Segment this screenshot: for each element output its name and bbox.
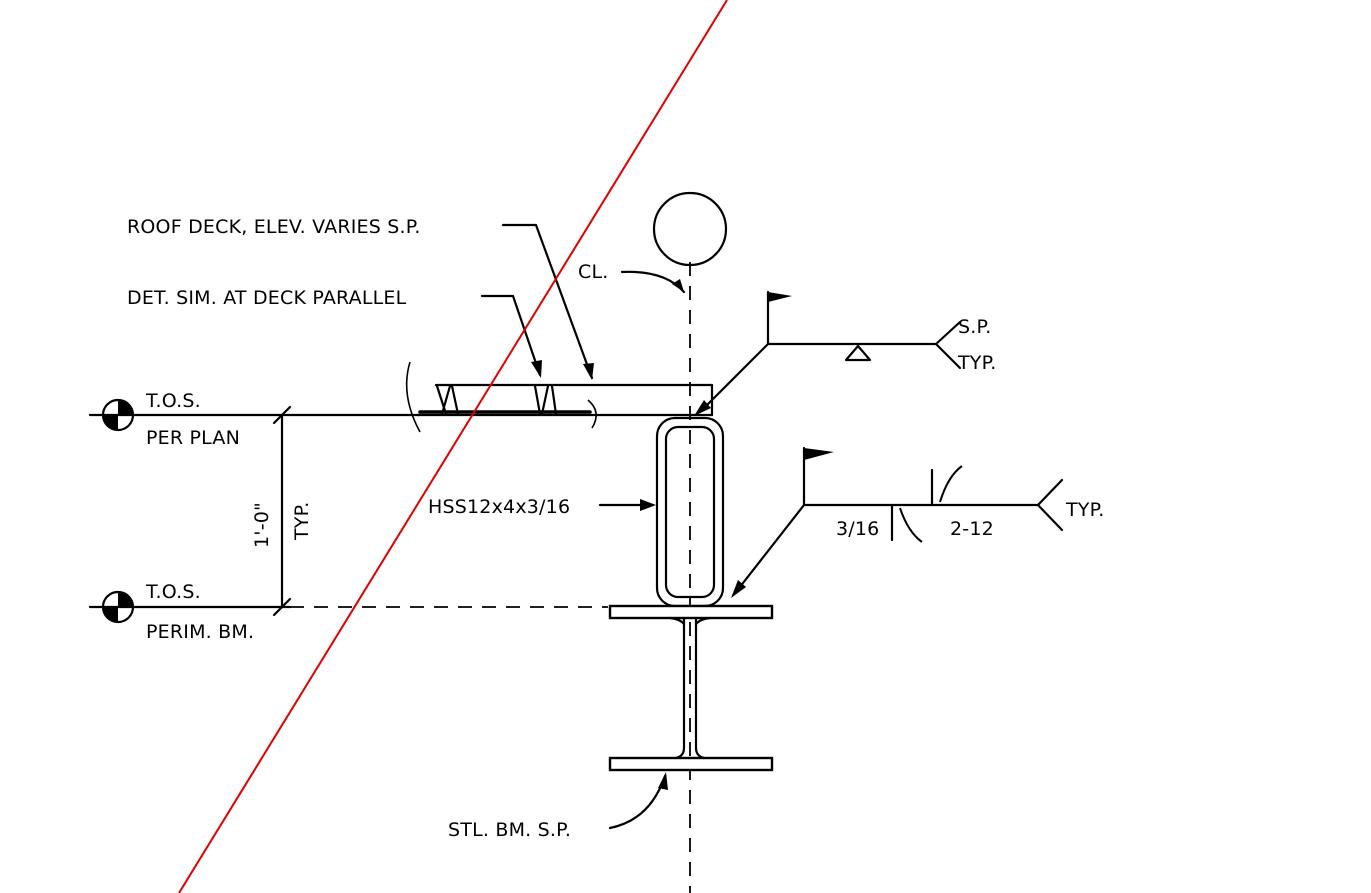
hss-label: HSS12x4x3/16 [428, 496, 570, 518]
roof-deck [405, 361, 714, 433]
tos-top-label-2: PER PLAN [146, 427, 240, 449]
steel-beam [608, 604, 774, 772]
weld-top-tail-1: S.P. [958, 316, 991, 338]
tos-top-label-1: T.O.S. [145, 390, 201, 412]
roof-deck-leader [501, 223, 594, 380]
weld-bottom-tail: TYP. [1065, 499, 1105, 521]
roof-deck-label: ROOF DECK, ELEV. VARIES S.P. [127, 216, 421, 238]
steel-beam-label: STL. BM. S.P. [448, 819, 571, 841]
weld-bottom-size: 3/16 [836, 518, 879, 540]
red-markup-line [178, 0, 728, 893]
hss-leader [598, 499, 656, 511]
weld-bottom-length: 2-12 [950, 518, 994, 540]
tos-top-marker [88, 398, 422, 432]
tos-bottom-label-2: PERIM. BM. [146, 621, 254, 643]
det-sim-label: DET. SIM. AT DECK PARALLEL [127, 287, 407, 309]
det-sim-leader [480, 294, 542, 378]
dimension-label: 1'-0" [251, 502, 273, 548]
weld-top-tail-2: TYP. [957, 352, 997, 374]
tos-bottom-marker [88, 590, 608, 624]
centerline-leader [620, 270, 686, 294]
tos-bottom-label-1: T.O.S. [145, 581, 201, 603]
dimension-line [272, 405, 292, 617]
weld-symbol-bottom [731, 446, 1064, 598]
weld-symbol-top [694, 290, 962, 416]
grid-bubble [652, 191, 728, 267]
centerline-label: CL. [578, 261, 609, 283]
dimension-typ-label: TYP. [291, 501, 313, 541]
steel-beam-leader [608, 772, 668, 830]
